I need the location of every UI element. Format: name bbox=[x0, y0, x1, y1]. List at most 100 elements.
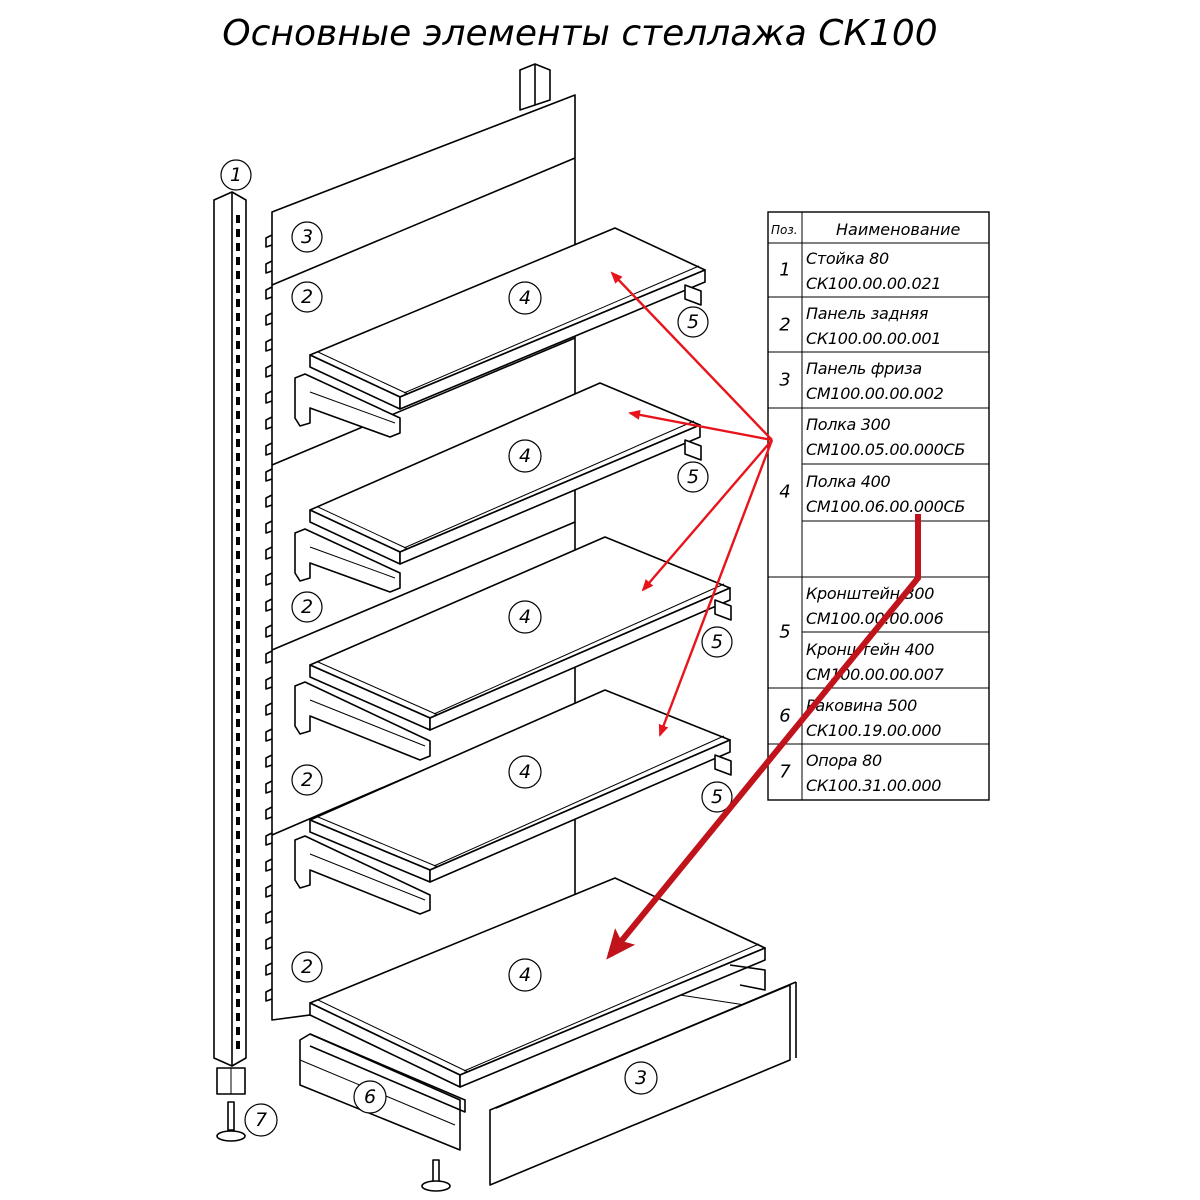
row-9-name: Опора 80 bbox=[806, 751, 882, 770]
row-9-code: СК100.31.00.000 bbox=[806, 776, 941, 795]
post-slot bbox=[236, 453, 240, 461]
panel-hook bbox=[265, 260, 273, 274]
row-3-code: СМ100.00.00.002 bbox=[806, 384, 944, 403]
post-slot bbox=[236, 243, 240, 251]
panel-hook bbox=[265, 546, 273, 560]
post-slot bbox=[236, 901, 240, 909]
row-4-name: Полка 300 bbox=[806, 415, 891, 434]
panel-hook bbox=[265, 312, 273, 326]
row-3-name: Панель фриза bbox=[806, 359, 922, 378]
panel-hook bbox=[265, 806, 273, 820]
bracket-3 bbox=[294, 681, 431, 761]
post-slot bbox=[236, 215, 240, 223]
post-slot bbox=[236, 481, 240, 489]
rear-bracket-4 bbox=[714, 754, 732, 776]
panel-hook bbox=[265, 624, 273, 638]
post-slot bbox=[236, 677, 240, 685]
red-arrow-shelf-2 bbox=[628, 409, 773, 442]
panel-hook bbox=[265, 702, 273, 716]
position-callouts: 1 3 2 2 2 2 4 4 4 4 4 5 5 5 5 6 3 7 bbox=[220, 159, 733, 1137]
post-slot bbox=[236, 789, 240, 797]
post-slot bbox=[236, 537, 240, 545]
callout-2-d: 2 bbox=[301, 956, 313, 978]
post-slot bbox=[236, 733, 240, 741]
shelf-1 bbox=[309, 227, 706, 410]
callout-5-a: 5 bbox=[687, 311, 699, 333]
row-5-code: СМ100.06.00.000СБ bbox=[806, 497, 965, 516]
callout-4-b: 4 bbox=[519, 445, 531, 467]
post-slot bbox=[236, 873, 240, 881]
post-slot bbox=[236, 509, 240, 517]
post-slot bbox=[236, 705, 240, 713]
post-slot bbox=[236, 761, 240, 769]
post-slot bbox=[236, 957, 240, 965]
callout-3-bottom: 3 bbox=[635, 1067, 647, 1089]
red-arrow-shelf-3 bbox=[641, 439, 773, 592]
post-slot bbox=[236, 929, 240, 937]
red-arrow-shelf-1 bbox=[610, 271, 773, 441]
rear-bracket-3 bbox=[714, 599, 732, 621]
callout-4-d: 4 bbox=[519, 761, 531, 783]
foot-support bbox=[216, 1067, 451, 1192]
red-arrow-shelf-4 bbox=[658, 439, 774, 737]
parts-table: Поз. Наименование 1 2 3 4 5 6 7 Стойка 8… bbox=[767, 211, 990, 801]
rear-bracket-2 bbox=[684, 439, 702, 461]
panel-hook bbox=[265, 780, 273, 794]
row-2-code: СК100.00.00.001 bbox=[806, 329, 941, 348]
post-slot bbox=[236, 229, 240, 237]
post-slot bbox=[236, 915, 240, 923]
post-slot bbox=[236, 621, 240, 629]
post-slot bbox=[236, 859, 240, 867]
panel-hook bbox=[265, 598, 273, 612]
panel-hook bbox=[265, 728, 273, 742]
panel-hook bbox=[265, 468, 273, 482]
panel-hook bbox=[265, 988, 273, 1002]
pos-3: 3 bbox=[779, 370, 790, 391]
upright-post bbox=[213, 191, 247, 1067]
callout-4-e: 4 bbox=[519, 964, 531, 986]
pos-2: 2 bbox=[779, 315, 790, 336]
post-slot bbox=[236, 495, 240, 503]
panel-hook bbox=[265, 884, 273, 898]
row-7-name: Кронштейн 400 bbox=[806, 640, 934, 659]
panel-hook bbox=[265, 286, 273, 300]
callout-7: 7 bbox=[255, 1109, 267, 1131]
post-slot bbox=[236, 341, 240, 349]
row-6-code: СМ100.00.00.006 bbox=[806, 609, 944, 628]
pos-1: 1 bbox=[779, 260, 790, 281]
post-slot bbox=[236, 999, 240, 1007]
post-slot bbox=[236, 411, 240, 419]
callout-5-c: 5 bbox=[711, 631, 723, 653]
rear-bracket-1 bbox=[684, 284, 702, 306]
panel-hook bbox=[265, 338, 273, 352]
post-slot bbox=[236, 257, 240, 265]
post-slot bbox=[236, 887, 240, 895]
panel-hook bbox=[265, 234, 273, 248]
panel-hook bbox=[265, 910, 273, 924]
callout-2-b: 2 bbox=[301, 596, 313, 618]
post-slot bbox=[236, 299, 240, 307]
panel-hook bbox=[265, 390, 273, 404]
row-8-code: СК100.19.00.000 bbox=[806, 721, 941, 740]
bracket-2 bbox=[294, 528, 401, 593]
panel-hook bbox=[265, 962, 273, 976]
panel-hook bbox=[265, 442, 273, 456]
post-slot bbox=[236, 593, 240, 601]
panel-hook bbox=[265, 416, 273, 430]
post-slot bbox=[236, 355, 240, 363]
pos-5: 5 bbox=[779, 622, 790, 643]
post-slot bbox=[236, 425, 240, 433]
pos-4: 4 bbox=[779, 482, 790, 503]
brackets bbox=[294, 284, 732, 915]
panel-hook bbox=[265, 754, 273, 768]
post-slot bbox=[236, 649, 240, 657]
post-slot bbox=[236, 719, 240, 727]
table-header-name: Наименование bbox=[836, 220, 960, 239]
panel-hook bbox=[265, 676, 273, 690]
post-slot bbox=[236, 971, 240, 979]
post-slot bbox=[236, 523, 240, 531]
diagram-title: Основные элементы стеллажа СК100 bbox=[222, 13, 937, 54]
row-6-name: Кронштейн 300 bbox=[806, 584, 934, 603]
callout-4-c: 4 bbox=[519, 606, 531, 628]
pos-6: 6 bbox=[779, 706, 790, 727]
